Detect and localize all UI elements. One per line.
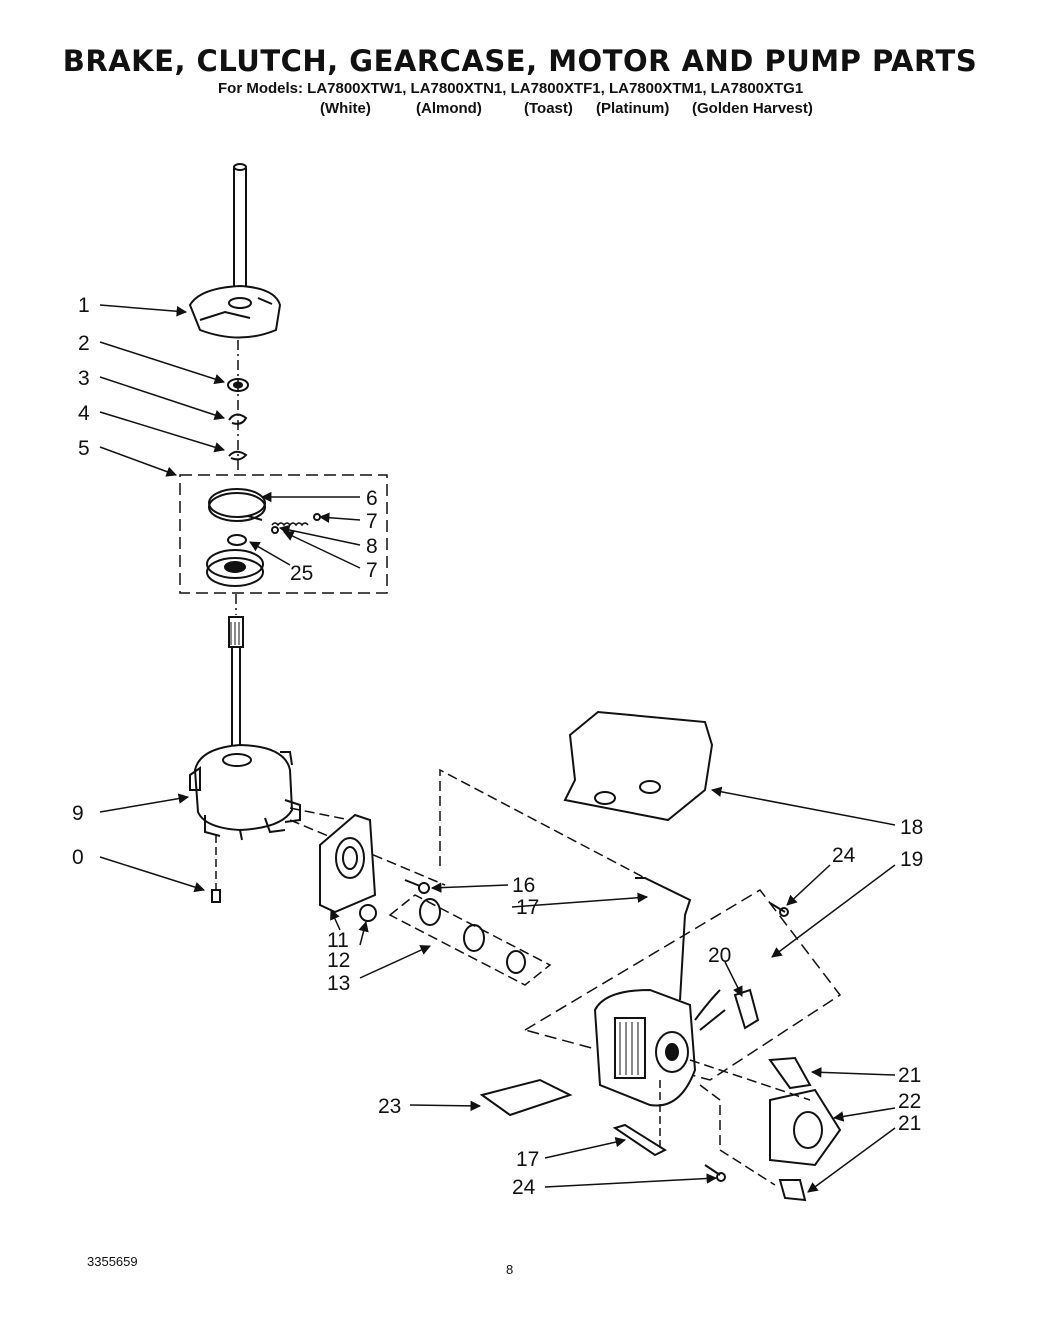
callout-16: 16 (512, 874, 535, 897)
callout-13: 13 (327, 972, 350, 995)
callout-2: 2 (78, 332, 90, 355)
part-0-screw (211, 835, 221, 903)
callout-12: 12 (327, 949, 350, 972)
callout-1: 1 (78, 294, 90, 317)
part-18-shield (563, 710, 714, 822)
color-golden-harvest: (Golden Harvest) (692, 100, 813, 117)
callout-24-upper: 24 (832, 844, 856, 867)
models-line: For Models: LA7800XTW1, LA7800XTN1, LA78… (218, 80, 804, 97)
callout-18: 18 (900, 816, 923, 839)
color-platinum: (Platinum) (596, 100, 670, 117)
callout-4: 4 (78, 402, 90, 425)
part-16-screw (404, 879, 430, 894)
part-21-clip-lower (778, 1179, 807, 1202)
callout-22: 22 (898, 1090, 921, 1113)
callout-21-lower: 21 (898, 1112, 921, 1135)
callout-17-upper: 17 (516, 896, 539, 919)
part-22-pump (769, 1088, 842, 1167)
callout-11: 11 (327, 929, 349, 952)
callout-0: 0 (72, 846, 84, 869)
part-3-retaining-ring (228, 413, 248, 425)
page-title: BRAKE, CLUTCH, GEARCASE, MOTOR AND PUMP … (62, 44, 978, 78)
part-17-strap-upper (635, 877, 692, 1001)
callout-23: 23 (378, 1095, 401, 1118)
callout-labels: 1 2 3 4 5 6 7 8 7 25 9 0 16 17 11 12 13 … (72, 294, 923, 1199)
callout-7a: 7 (366, 510, 378, 533)
part-24-screw-upper (769, 902, 789, 917)
callout-3: 3 (78, 367, 90, 390)
callout-21-upper: 21 (898, 1064, 921, 1087)
callout-25: 25 (290, 562, 313, 585)
color-almond: (Almond) (416, 100, 482, 117)
part-23-pad (479, 1078, 573, 1117)
part-21-clip-upper (768, 1056, 812, 1090)
callout-20: 20 (708, 944, 731, 967)
part-5-clutch-kit-box (179, 474, 388, 594)
part-11-seal-plate (319, 813, 377, 914)
color-toast: (Toast) (524, 100, 573, 117)
part-4-retaining-ring (228, 450, 248, 461)
leader-lines (99, 304, 896, 1193)
part-19-motor-box (523, 889, 842, 1107)
callout-6: 6 (366, 487, 378, 510)
part-9-gearcase (189, 616, 301, 841)
document-number: 3355659 (87, 1254, 138, 1269)
part-12-nut (359, 904, 377, 922)
part-1-brake-assembly (188, 163, 282, 339)
part-13-pump-kit-box (388, 894, 552, 986)
callout-5: 5 (78, 437, 90, 460)
callout-8: 8 (366, 535, 378, 558)
color-white: (White) (320, 100, 371, 117)
part-20-motor-switch (733, 988, 760, 1030)
part-2-washer (227, 378, 249, 392)
part-17-strap-lower (612, 1080, 668, 1157)
callout-24-lower: 24 (512, 1176, 536, 1199)
callout-19: 19 (900, 848, 923, 871)
callout-9: 9 (72, 802, 84, 825)
page-number: 8 (506, 1262, 514, 1277)
callout-17-lower: 17 (516, 1148, 539, 1171)
callout-7b: 7 (366, 559, 378, 582)
